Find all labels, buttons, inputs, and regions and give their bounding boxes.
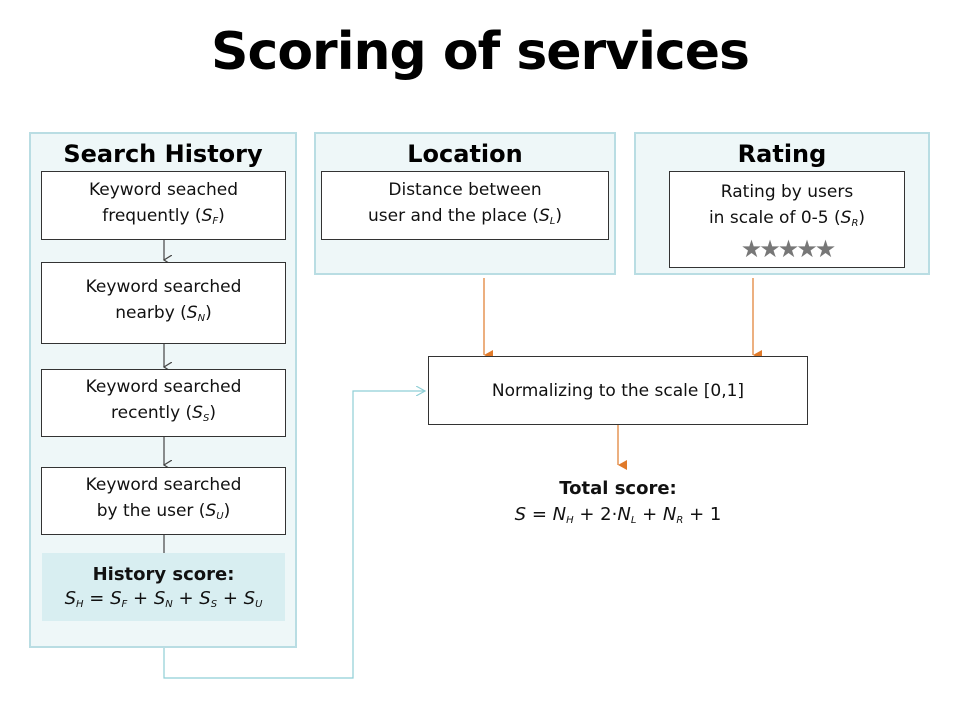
normalize-label: Normalizing to the scale [0,1]: [491, 380, 745, 401]
box-line2: recently (SS): [111, 403, 216, 424]
distance-box: Distance between user and the place (SL): [321, 171, 609, 240]
star-rating-icon: ★★★★★: [740, 234, 837, 263]
box-line2: in scale of 0-5 (SR): [708, 207, 866, 229]
history-score-formula: SH = SF + SN + SS + SU: [64, 588, 263, 610]
box-line2: nearby (SN): [115, 303, 212, 324]
normalize-box: Normalizing to the scale [0,1]: [428, 356, 808, 425]
location-title: Location: [407, 140, 523, 168]
total-score-label: Total score:: [559, 478, 677, 499]
box-line2: frequently (SF): [102, 205, 225, 227]
total-score: Total score: S = NH + 2·NL + NR + 1: [470, 476, 766, 534]
keyword-recent-box: Keyword searched recently (SS): [41, 369, 286, 437]
history-to-normalize-connector: [163, 391, 425, 679]
box-line1: Keyword searched: [85, 377, 242, 397]
box-line1: Keyword seached: [88, 179, 239, 200]
total-score-formula: S = NH + 2·NL + NR + 1: [514, 504, 722, 526]
rating-box: Rating by users in scale of 0-5 (SR) ★★★…: [669, 171, 905, 268]
box-line1: Distance between: [388, 179, 542, 200]
keyword-user-box: Keyword searched by the user (SU): [41, 467, 286, 535]
keyword-frequent-box: Keyword seached frequently (SF): [41, 171, 286, 240]
box-line1: Keyword searched: [85, 475, 242, 495]
box-line1: Rating by users: [720, 181, 854, 202]
box-line2: by the user (SU): [96, 501, 231, 522]
keyword-nearby-box: Keyword searched nearby (SN): [41, 262, 286, 344]
search-history-title: Search History: [63, 140, 263, 168]
page-title: Scoring of services: [211, 22, 750, 82]
history-score-label: History score:: [92, 564, 235, 585]
box-line1: Keyword searched: [85, 277, 242, 297]
box-line2: user and the place (SL): [368, 205, 562, 227]
rating-title: Rating: [737, 140, 827, 168]
history-score-box: History score: SH = SF + SN + SS + SU: [42, 553, 285, 621]
